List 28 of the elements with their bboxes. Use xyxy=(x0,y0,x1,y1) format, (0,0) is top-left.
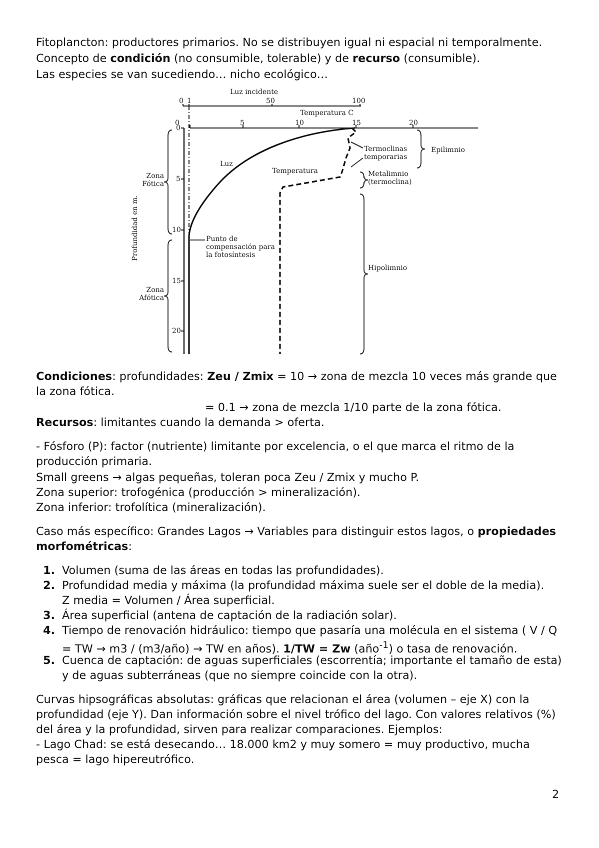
body-text: - Lago Chad: se está desecando… 18.000 km2 y muy somero = muy productivo, mucha pesca = lago hipereutrófico. xyxy=(36,737,531,767)
list-item: Cuenca de captación: de aguas superficiales (escorrentía; importante el tamaño de esta) y de aguas subterráneas (que no siempre coincide con la otra). xyxy=(62,654,562,683)
list-number: 2. xyxy=(43,578,56,593)
body-text: = 0.1 → zona de mezcla 1/10 parte de la zona fótica. xyxy=(205,400,502,415)
body-text: Caso más específico: Grandes Lagos → Variables para distinguir estos lagos, o propiedades morfométricas: xyxy=(36,524,558,554)
leader-line xyxy=(350,142,364,148)
body-text: Concepto de condición (no consumible, tolerable) y de recurso (consumible). xyxy=(36,51,482,66)
list-item: Área superficial (antena de captación de la radiación solar). xyxy=(62,608,398,623)
body-text: Zona superior: trofogénica (producción > mineralización). xyxy=(36,485,362,500)
body-text: Small greens → algas pequeñas, toleran poca Zeu / Zmix y mucho P. xyxy=(36,470,420,485)
list-item: Profundidad media y máxima (la profundidad máxima suele ser el doble de la media). xyxy=(62,578,546,593)
list-item: Z media = Volumen / Área superficial. xyxy=(62,593,276,608)
list-item: Volumen (suma de las áreas en todas las profundidades). xyxy=(62,563,385,578)
body-text: Condiciones: profundidades: Zeu / Zmix = 10 → zona de mezcla 10 veces más grande que la zona fótica. xyxy=(36,369,558,399)
list-number: 4. xyxy=(43,623,56,638)
body-text: Las especies se van sucediendo… nicho ecológico… xyxy=(36,67,329,82)
body-text: Recursos: limitantes cuando la demanda > oferta. xyxy=(36,415,326,430)
list-number: 5. xyxy=(43,653,56,668)
body-text: - Fósforo (P): factor (nutriente) limitante por excelencia, o el que marca el ritmo de la producción primaria. xyxy=(36,439,516,469)
list-number: 3. xyxy=(43,608,56,623)
body-text: Curvas hipsográficas absolutas: gráficas que relacionan el área (volumen – eje X) con la profundidad (eje Y). Dan información sobre el nivel trófico del lago. Con valores relativos (%) del área y la profundidad, sirven para realizar comparaciones. Ejemplos: xyxy=(36,692,557,737)
body-text: Zona inferior: trofolítica (mineralización). xyxy=(36,500,267,515)
list-item: Tiempo de renovación hidráulico: tiempo que pasaría una molécula en el sistema ( V / Q = TW → m3 / (m3/año) → TW en años). 1/TW = Zw (año$^{-1}$) o tasa de renovación. xyxy=(62,623,558,656)
leader-line xyxy=(350,158,364,168)
list-number: 1. xyxy=(43,563,56,578)
page-number: 2 xyxy=(552,787,560,802)
body-text: Fitoplancton: productores primarios. No se distribuyen igual ni espacial ni temporalmente. xyxy=(36,35,544,50)
light-curve xyxy=(188,127,356,354)
